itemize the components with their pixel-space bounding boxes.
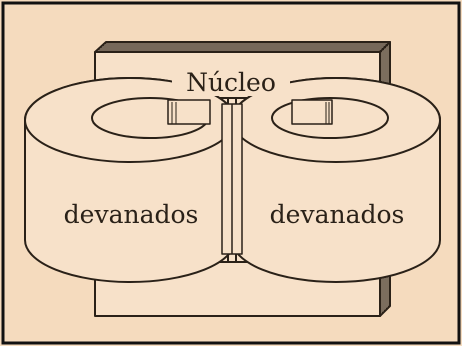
right-winding-label: devanados [270,200,405,229]
right-winding [231,77,441,283]
core-label-plate [172,64,290,96]
left-winding [24,77,236,283]
left-winding-label: devanados [64,200,199,229]
core-label: Núcleo [186,68,276,97]
core-center-legs [221,103,243,255]
outer-frame [1,1,461,345]
